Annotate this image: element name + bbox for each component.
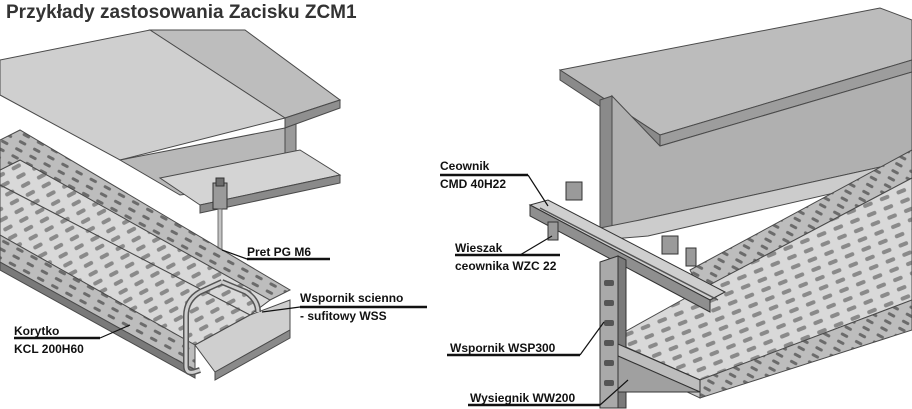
label-wspornik-scienno-line2: - sufitowy WSS [300,309,387,323]
left-clamp-zcm1 [212,177,228,210]
label-ceownik-line2: CMD 40H22 [440,177,507,191]
right-ibeam [558,7,912,241]
leader-lines [14,173,629,407]
label-wspornik-scienno-line1: Wspornik scienno [300,291,404,305]
right-bracket-ww200 [617,343,701,393]
label-pret-pg-m6: Pret PG M6 [247,245,312,259]
label-wieszak-line1: Wieszak [455,241,503,255]
label-korytko-line2: KCL 200H60 [14,342,84,356]
label-korytko-line1: Korytko [14,324,60,338]
label-wieszak-line2: ceownika WZC 22 [455,259,557,273]
page-title: Przykłady zastosowania Zacisku ZCM1 [6,2,357,23]
label-ceownik-line1: Ceownik [440,159,490,173]
label-wspornik-wsp300: Wspornik WSP300 [450,341,556,355]
left-ibeam [0,29,342,214]
label-wysiegnik-ww200: Wysiegnik WW200 [470,391,576,405]
left-support-wss [183,279,261,376]
right-clamps-zcm1 [547,181,697,267]
